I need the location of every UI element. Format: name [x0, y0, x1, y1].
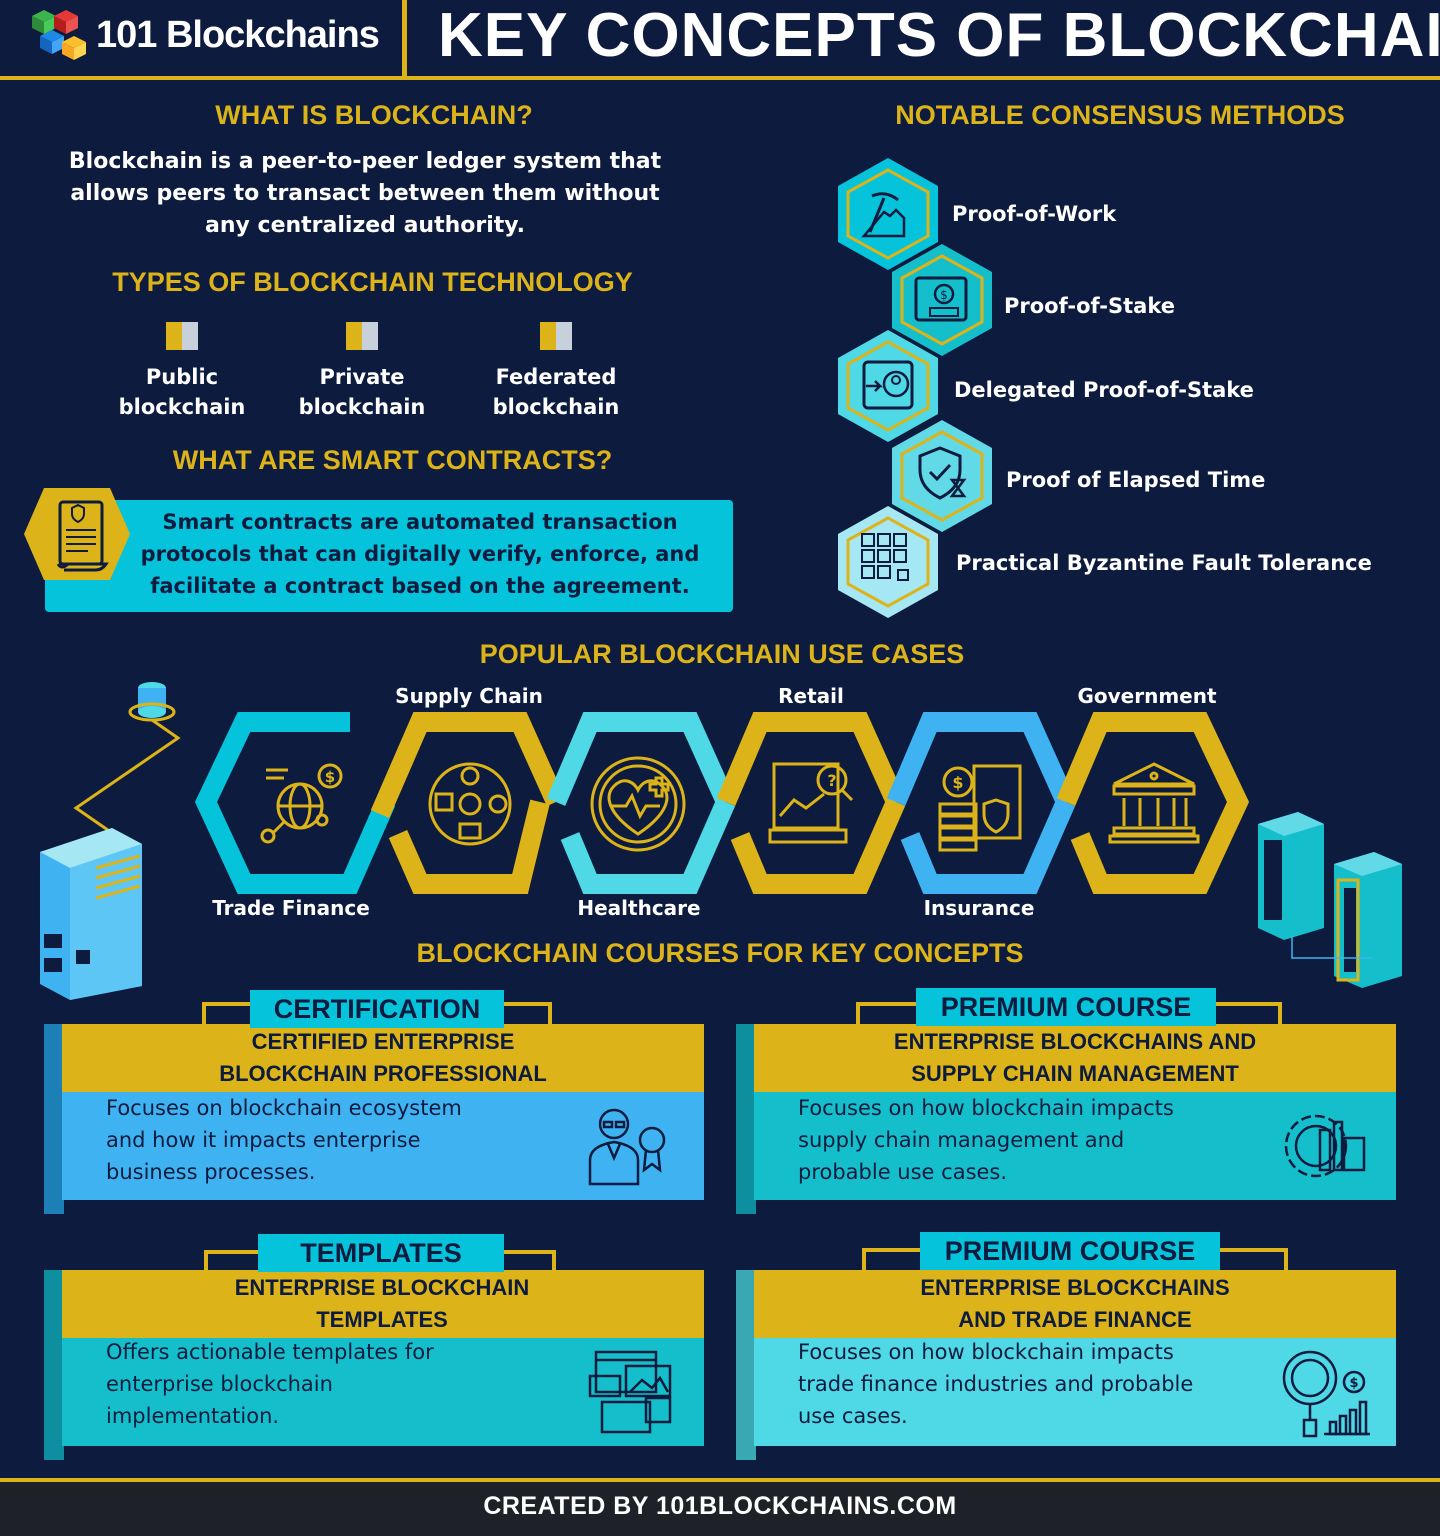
course-tag: TEMPLATES	[258, 1234, 504, 1272]
consensus-item: Proof-of-Work	[952, 202, 1117, 226]
delegate-user-icon	[838, 330, 938, 442]
card-title-band	[754, 1024, 1396, 1092]
consensus-item: Practical Byzantine Fault Tolerance	[956, 551, 1372, 575]
svg-text:$: $	[952, 773, 963, 792]
logo-text[interactable]: 101 Blockchains	[96, 14, 380, 56]
logo-cubes-icon	[32, 10, 86, 60]
course-tag: PREMIUM COURSE	[920, 1232, 1220, 1270]
footer-credit[interactable]: CREATED BY 101BLOCKCHAINS.COM	[483, 1492, 957, 1520]
contract-scroll-icon	[24, 488, 130, 580]
server-tower-icon	[40, 682, 181, 1000]
type-marker-icon	[346, 322, 378, 350]
use-case-label: Trade Finance	[212, 896, 370, 920]
consensus-item: Proof of Elapsed Time	[1006, 468, 1266, 492]
card-shadow	[736, 1270, 756, 1460]
template-screens-icon	[588, 1350, 672, 1434]
server-racks-icon	[1258, 812, 1402, 988]
header-divider	[402, 0, 407, 76]
government-building-icon	[1108, 762, 1200, 844]
types-heading: TYPES OF BLOCKCHAIN TECHNOLOGY	[112, 267, 633, 297]
svg-text:$: $	[940, 288, 948, 302]
course-card[interactable]: PREMIUM COURSE ENTERPRISE BLOCKCHAINS AN…	[736, 988, 1396, 1214]
course-tag: PREMIUM COURSE	[916, 988, 1216, 1026]
smart-contracts-text: Smart contracts are automated transactio…	[140, 510, 700, 598]
shield-hourglass-icon	[892, 420, 992, 532]
header-bar	[0, 0, 1440, 80]
use-case-label: Retail	[778, 684, 844, 708]
heart-health-icon	[590, 756, 686, 852]
consensus-item: Proof-of-Stake	[1004, 294, 1175, 318]
what-is-heading: WHAT IS BLOCKCHAIN?	[215, 100, 533, 130]
type-marker-icon	[540, 322, 572, 350]
page-title: KEY CONCEPTS OF BLOCKCHAIN	[438, 1, 1440, 70]
card-title-band	[62, 1024, 704, 1092]
professional-badge-icon	[588, 1108, 666, 1186]
svg-text:$: $	[1349, 1376, 1358, 1391]
smart-contracts-heading: WHAT ARE SMART CONTRACTS?	[172, 445, 613, 475]
card-shadow	[44, 1024, 64, 1214]
type-marker-icon	[166, 322, 198, 350]
insurance-coins-icon: $	[938, 764, 1022, 852]
use-case-label: Healthcare	[577, 896, 701, 920]
pickaxe-icon	[838, 158, 938, 270]
globe-dollar-icon: $	[260, 763, 343, 844]
use-case-label: Insurance	[923, 896, 1035, 920]
retail-analytics-icon: ?	[768, 762, 854, 844]
use-case-chain	[194, 712, 1250, 894]
svg-text:?: ?	[827, 771, 836, 790]
smart-contracts-box	[45, 500, 733, 612]
footer-bar	[0, 1478, 1440, 1536]
consensus-item: Delegated Proof-of-Stake	[954, 378, 1254, 402]
safe-coin-icon: $	[892, 244, 992, 356]
use-cases-heading: POPULAR BLOCKCHAIN USE CASES	[479, 639, 965, 669]
grid-check-icon	[838, 506, 938, 618]
card-shadow	[44, 1270, 64, 1460]
course-tag: CERTIFICATION	[250, 990, 504, 1028]
what-is-text: Blockchain is a peer-to-peer ledger syst…	[68, 149, 662, 238]
card-title-band	[754, 1270, 1396, 1338]
use-case-label: Supply Chain	[395, 684, 543, 708]
factory-gear-icon	[1284, 1114, 1366, 1178]
courses-heading: BLOCKCHAIN COURSES FOR KEY CONCEPTS	[416, 938, 1024, 968]
supply-network-icon	[428, 762, 512, 846]
globe-chart-icon: $	[1282, 1350, 1370, 1438]
svg-text:$: $	[325, 768, 335, 786]
card-body	[62, 1092, 704, 1200]
use-case-label: Government	[1077, 684, 1217, 708]
consensus-heading: NOTABLE CONSENSUS METHODS	[895, 100, 1345, 130]
card-title-band	[62, 1270, 704, 1338]
card-body	[754, 1092, 1396, 1200]
card-shadow	[736, 1024, 756, 1214]
